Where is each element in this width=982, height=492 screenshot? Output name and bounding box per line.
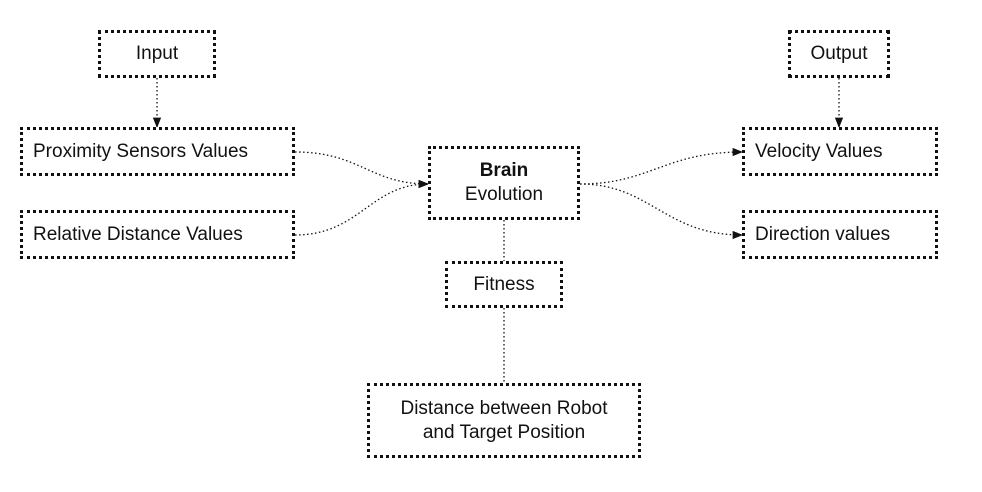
edge-brain-to-direction [579,183,744,240]
distance-line-2: and Target Position [422,421,586,443]
output-label: Output [810,43,868,64]
brain-node: Brain Evolution [428,146,580,220]
edge-proximity-to-brain [294,151,430,189]
relative-distance-node: Relative Distance Values [20,210,295,259]
distance-robot-target-node: Distance between Robot and Target Positi… [367,383,641,458]
input-node: Input [98,30,216,78]
input-label: Input [135,43,179,64]
output-node: Output [788,30,890,78]
fitness-node: Fitness [445,261,563,308]
velocity-values-node: Velocity Values [742,127,938,176]
proximity-sensors-label: Proximity Sensors Values [33,140,249,162]
brain-title: Brain [479,160,529,181]
direction-values-label: Direction values [755,223,891,245]
edge-brain-to-velocity [579,147,744,185]
edge-relative-to-brain [294,179,430,236]
velocity-values-label: Velocity Values [755,140,883,162]
relative-distance-label: Relative Distance Values [33,223,243,245]
brain-subtitle: Evolution [464,184,544,205]
fitness-label: Fitness [473,273,535,295]
distance-line-1: Distance between Robot [400,397,608,419]
direction-values-node: Direction values [742,210,938,259]
proximity-sensors-node: Proximity Sensors Values [20,127,295,176]
